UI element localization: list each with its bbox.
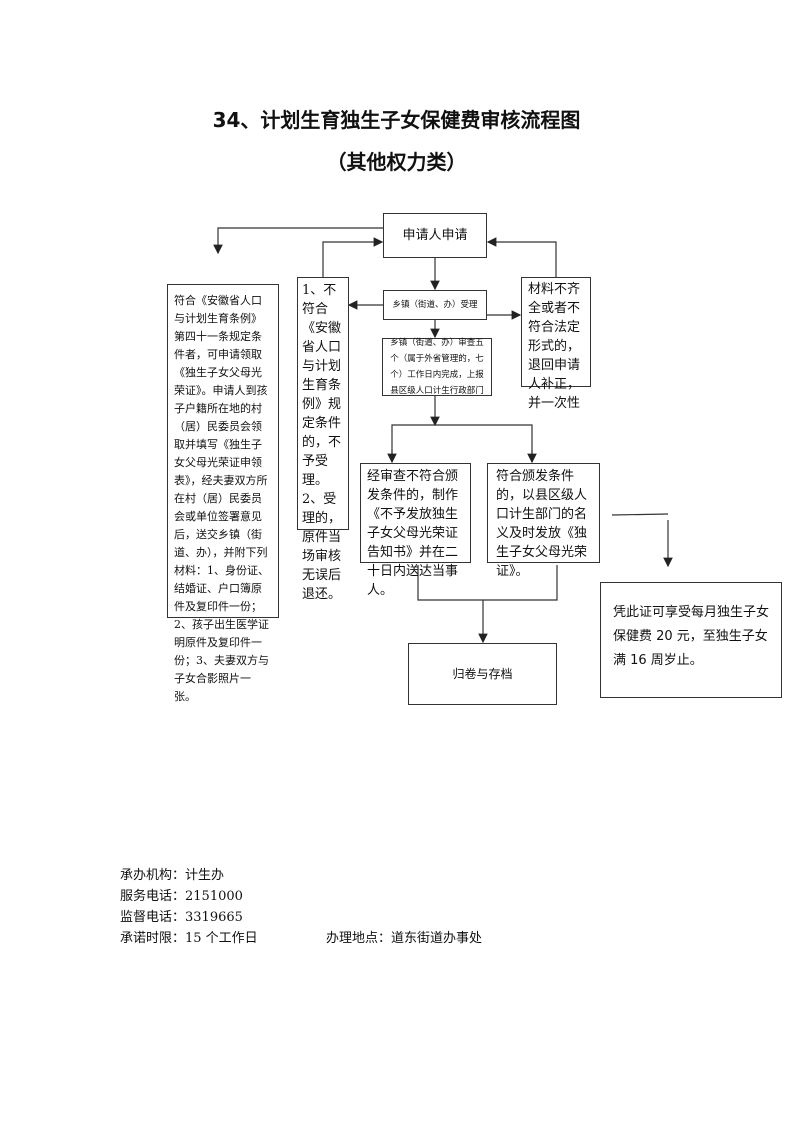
review-box: 乡镇（街道、办）审查五个（属于外省管理的，七个）工作日内完成，上报县区级人口计生…	[382, 338, 492, 396]
footer-service-phone: 服务电话：2151000	[120, 889, 243, 904]
footer-time-limit: 承诺时限：15 个工作日	[120, 931, 258, 946]
line-results-merge	[417, 565, 558, 601]
footer-location: 办理地点：道东街道办事处	[326, 931, 483, 946]
benefit-box: 凭此证可享受每月独生子女保健费 20 元，至独生子女满 16 周岁止。	[600, 582, 782, 698]
conditions-box: 符合《安徽省人口与计划生育条例》第四十一条规定条件者，可申请领取《独生子女父母光…	[167, 284, 279, 703]
line-to-benefit	[611, 513, 669, 516]
not-qualified-box: 经审查不符合颁发条件的，制作《不予发放独生子女父母光荣证告知书》并在二十日内送达…	[360, 463, 471, 598]
arrow-incomplete-to-apply	[486, 237, 557, 277]
archive-box: 归卷与存档	[408, 643, 557, 705]
arrow-apply-to-conditions	[213, 227, 383, 255]
footer-org: 承办机构：计生办	[120, 868, 225, 883]
arrow-reject-to-apply	[322, 237, 384, 277]
reject-box: 1、不符合《安徽省人口与计划生育条例》规定条件的，不予受理。2、受理的，原件当场…	[297, 277, 349, 602]
accept-box: 乡镇（街道、办）受理	[383, 290, 487, 320]
footer-supervise-phone: 监督电话：3319665	[120, 910, 243, 925]
document-title: 34、计划生育独生子女保健费审核流程图	[212, 108, 581, 132]
incomplete-box: 材料不齐全或者不符合法定形式的，退回申请人补正，并一次性	[521, 277, 591, 411]
apply-box: 申请人申请	[383, 213, 487, 258]
document-subtitle: （其他权力类）	[326, 150, 467, 174]
qualified-box: 符合颁发条件的，以县区级人口计生部门的名义及时发放《独生子女父母光荣证》。	[487, 463, 600, 579]
arrow-to-not-qualified	[391, 424, 533, 462]
